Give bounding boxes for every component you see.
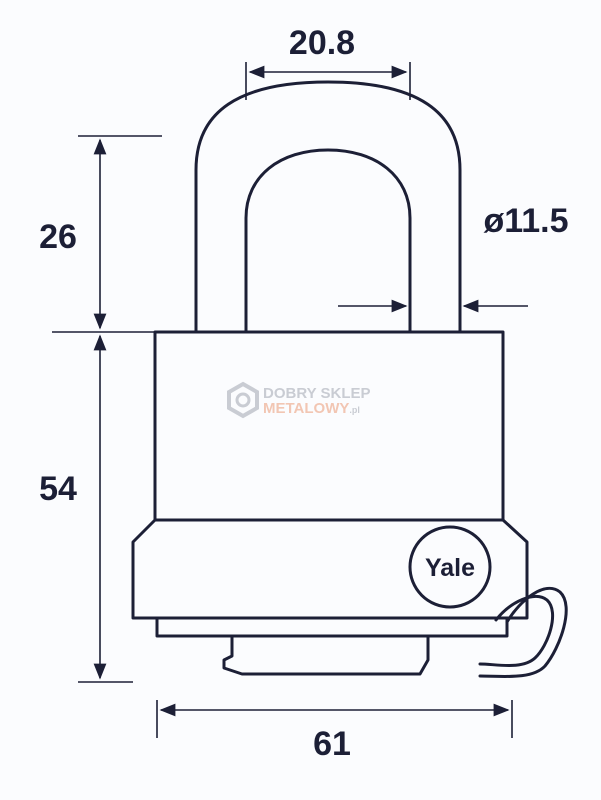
- watermark-suffix: .pl: [349, 405, 360, 415]
- padlock-body: [131, 330, 568, 679]
- watermark-nut-icon: [235, 392, 251, 408]
- yale-logo: Yale: [408, 525, 492, 609]
- dim-shackle-inner-width: 20.8: [245, 24, 411, 100]
- yale-logo-text: Yale: [425, 554, 475, 582]
- body-cover: [131, 518, 529, 620]
- dim-shackle-diameter: ø11.5: [338, 202, 569, 313]
- dim-body-height: 54: [39, 334, 133, 683]
- dim-label-diameter: ø11.5: [483, 202, 568, 240]
- dim-label-20-8: 20.8: [289, 24, 355, 62]
- keyhole-cover-strap-inner: [478, 594, 555, 667]
- dim-body-width: 61: [156, 700, 513, 763]
- body-upper: [153, 330, 505, 522]
- dim-shackle-height: 26: [39, 135, 162, 333]
- watermark-line2-group: METALOWY.pl: [263, 400, 360, 417]
- shackle: [194, 80, 462, 334]
- shackle-inner: [244, 148, 412, 334]
- watermark-hex-icon: [227, 381, 259, 419]
- watermark-line2: METALOWY: [263, 400, 349, 417]
- keyhole-cover-strap: [478, 586, 568, 679]
- dim-label-54: 54: [39, 470, 77, 508]
- dim-label-61: 61: [313, 725, 351, 763]
- keyway-base: [222, 634, 430, 676]
- shackle-outer-fix: [194, 80, 462, 334]
- yale-logo-circle: [408, 525, 492, 609]
- body-bottom-plate: [155, 616, 509, 638]
- watermark-line1: DOBRY SKLEP: [263, 385, 371, 402]
- watermark: DOBRY SKLEP METALOWY.pl: [227, 381, 371, 419]
- dim-label-26: 26: [39, 218, 77, 256]
